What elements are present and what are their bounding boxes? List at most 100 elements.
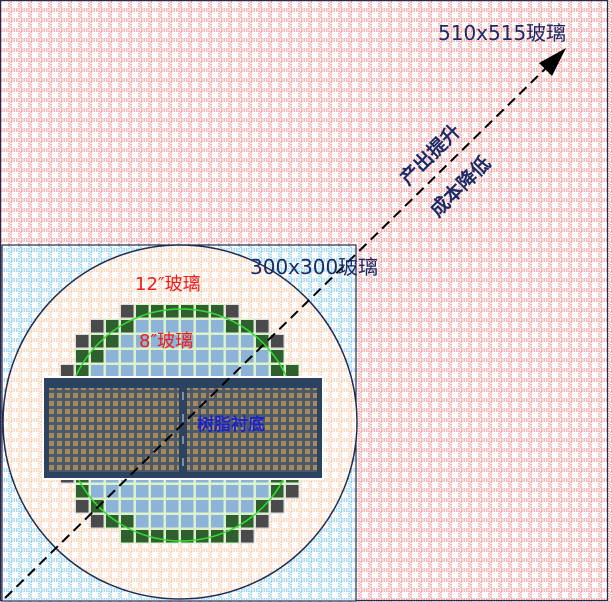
die [106,485,119,498]
die [211,365,224,378]
die [211,515,224,528]
die [166,500,179,513]
substrate-label: 树脂衬底 [197,414,265,435]
die [256,485,269,498]
die [196,485,209,498]
die [121,305,134,318]
die [76,500,89,513]
die [166,485,179,498]
die [121,500,134,513]
die [241,350,254,363]
die [226,485,239,498]
die [226,335,239,348]
die [271,335,284,348]
die [151,515,164,528]
die [181,500,194,513]
die [196,335,209,348]
die [136,320,149,333]
die [106,515,119,528]
die [211,530,224,543]
die [136,365,149,378]
die [61,365,74,378]
die [166,335,179,348]
die [241,485,254,498]
die [151,500,164,513]
die [91,515,104,528]
die [211,500,224,513]
die [106,365,119,378]
die [181,350,194,363]
die [121,530,134,543]
die [241,500,254,513]
die [226,530,239,543]
die [256,515,269,528]
die [241,530,254,543]
die [106,335,119,348]
die [166,515,179,528]
die [76,485,89,498]
die [136,515,149,528]
die [211,350,224,363]
die [226,500,239,513]
die [151,350,164,363]
die [166,530,179,543]
die [271,365,284,378]
die [151,335,164,348]
die [271,350,284,363]
die [121,485,134,498]
die [211,335,224,348]
die [286,485,299,498]
die [106,500,119,513]
die [121,335,134,348]
die [211,320,224,333]
medium-panel-label: 300x300玻璃 [250,255,378,279]
die [196,365,209,378]
die [91,350,104,363]
die [121,515,134,528]
die [91,365,104,378]
die [211,485,224,498]
wafer-8-label: 8″玻璃 [139,331,193,352]
die [181,320,194,333]
die [181,515,194,528]
die [181,530,194,543]
die [166,320,179,333]
die [241,320,254,333]
die [241,365,254,378]
die [286,365,299,378]
die [226,365,239,378]
die [271,500,284,513]
die [256,350,269,363]
die [196,515,209,528]
die [226,350,239,363]
die [256,500,269,513]
die [196,320,209,333]
dashed-arrow-line [4,65,549,599]
die [256,365,269,378]
die [91,485,104,498]
die [166,350,179,363]
die [106,350,119,363]
die [151,320,164,333]
resin-substrate [42,376,324,480]
die [196,500,209,513]
die [181,335,194,348]
die [241,335,254,348]
die [76,335,89,348]
die [196,350,209,363]
die [166,365,179,378]
die [166,305,179,318]
die [136,485,149,498]
arrowhead-icon [539,48,566,76]
die [181,365,194,378]
die [151,365,164,378]
die [121,350,134,363]
die [91,320,104,333]
large-panel-label: 510x515玻璃 [438,21,566,45]
die [151,485,164,498]
die [136,335,149,348]
die [226,305,239,318]
die [121,365,134,378]
die [181,305,194,318]
